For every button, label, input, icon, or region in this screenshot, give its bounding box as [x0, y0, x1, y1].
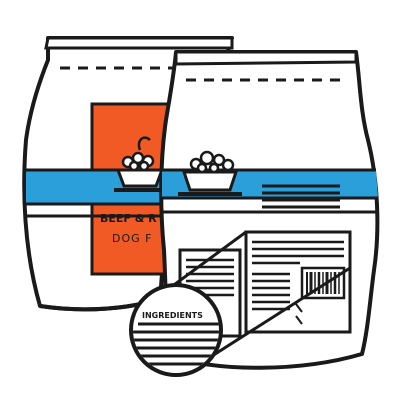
back-bag-seal [44, 36, 234, 50]
dog-bowl-icon [114, 136, 166, 192]
back-bag-label-line1: BEEF & R [100, 212, 157, 225]
back-bag-label-line2: DOG F [112, 232, 152, 245]
ingredients-label: INGREDIENTS [142, 311, 203, 320]
dog-bowl-icon [178, 150, 242, 196]
magnifier-lens-icon: INGREDIENTS [129, 230, 351, 377]
back-bag: BEEF & R DOG F [22, 36, 234, 312]
